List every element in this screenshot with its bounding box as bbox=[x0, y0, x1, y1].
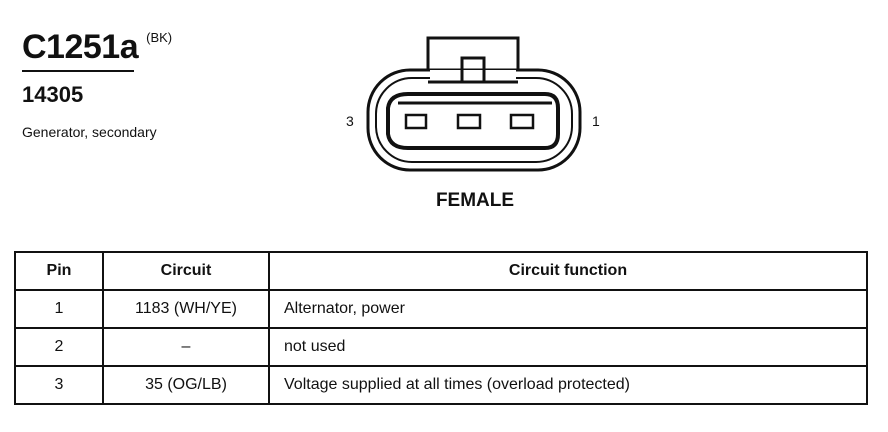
row-pin: 3 bbox=[14, 365, 104, 405]
header-circuit: Circuit bbox=[102, 251, 270, 291]
row-pin: 1 bbox=[14, 289, 104, 329]
pin-3-terminal bbox=[404, 113, 428, 130]
connector-gender-label: FEMALE bbox=[435, 190, 515, 211]
tab-notch-outline bbox=[460, 56, 486, 82]
row-circuit-function: not used bbox=[268, 327, 868, 367]
tab-mask bbox=[430, 70, 516, 82]
connector-color-code: (BK) bbox=[146, 30, 173, 45]
pin-label-right: 1 bbox=[592, 113, 600, 129]
row-circuit: 35 (OG/LB) bbox=[102, 365, 270, 405]
table-row: 3 35 (OG/LB) Voltage supplied at all tim… bbox=[14, 365, 868, 405]
connector-diagram: 3 1 bbox=[340, 30, 610, 180]
header-pin: Pin bbox=[14, 251, 104, 291]
table-row: 2 – not used bbox=[14, 327, 868, 367]
part-number: 14305 bbox=[22, 82, 84, 107]
pin-1-terminal bbox=[509, 113, 535, 130]
title-underline bbox=[22, 70, 134, 72]
connector-title: C1251a (BK) bbox=[22, 28, 222, 66]
connector-face-drawing bbox=[366, 36, 582, 172]
row-circuit-function: Alternator, power bbox=[268, 289, 868, 329]
pinout-table: Pin Circuit Circuit function 1 1183 (WH/… bbox=[14, 251, 868, 405]
header-circuit-function: Circuit function bbox=[268, 251, 868, 291]
table-row: 1 1183 (WH/YE) Alternator, power bbox=[14, 289, 868, 329]
row-pin: 2 bbox=[14, 327, 104, 367]
pin-label-left: 3 bbox=[346, 113, 354, 129]
connector-header: C1251a (BK) 14305 Generator, secondary bbox=[22, 28, 222, 140]
connector-id: C1251a bbox=[22, 28, 139, 66]
pin-2-terminal bbox=[456, 113, 482, 130]
row-circuit-function: Voltage supplied at all times (overload … bbox=[268, 365, 868, 405]
row-circuit: 1183 (WH/YE) bbox=[102, 289, 270, 329]
connector-description: Generator, secondary bbox=[22, 124, 157, 140]
row-circuit: – bbox=[102, 327, 270, 367]
table-header-row: Pin Circuit Circuit function bbox=[14, 251, 868, 291]
